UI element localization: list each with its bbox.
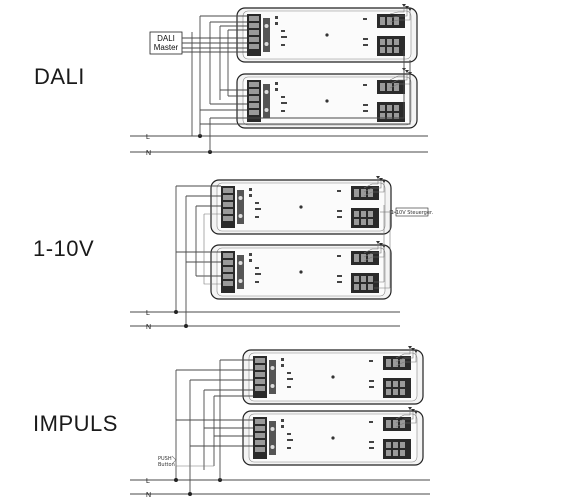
bus-label-n: N: [146, 492, 151, 499]
analog-section: 1-10V Steuerger. L N: [130, 175, 434, 331]
bus-label-l: L: [146, 310, 150, 317]
analog-driver-1: [210, 179, 392, 235]
bus-label-n: N: [146, 324, 151, 331]
impuls-driver-2: [242, 410, 424, 466]
bus-label-n: N: [146, 150, 151, 157]
impuls-driver-1: [242, 349, 424, 405]
section-label-1-10v: 1-10V: [33, 236, 95, 261]
dali-driver-1: [236, 7, 418, 63]
bus-label-l: L: [146, 478, 150, 485]
impuls-section: PUSH Button L N: [130, 345, 430, 499]
section-label-dali: DALI: [34, 64, 85, 89]
bus-label-l: L: [146, 134, 150, 141]
dali-master-label-2: Master: [154, 43, 179, 52]
dali-section: DALI Master L N: [130, 3, 428, 157]
section-label-impuls: IMPULS: [33, 411, 118, 436]
push-button-label-2: Button: [158, 462, 175, 468]
push-button-label-1: PUSH: [158, 456, 172, 462]
analog-driver-2: [210, 244, 392, 300]
analog-controller-label: 1-10V Steuerger.: [391, 210, 434, 216]
dali-master-label-1: DALI: [157, 34, 175, 43]
dali-driver-2: [236, 73, 418, 129]
